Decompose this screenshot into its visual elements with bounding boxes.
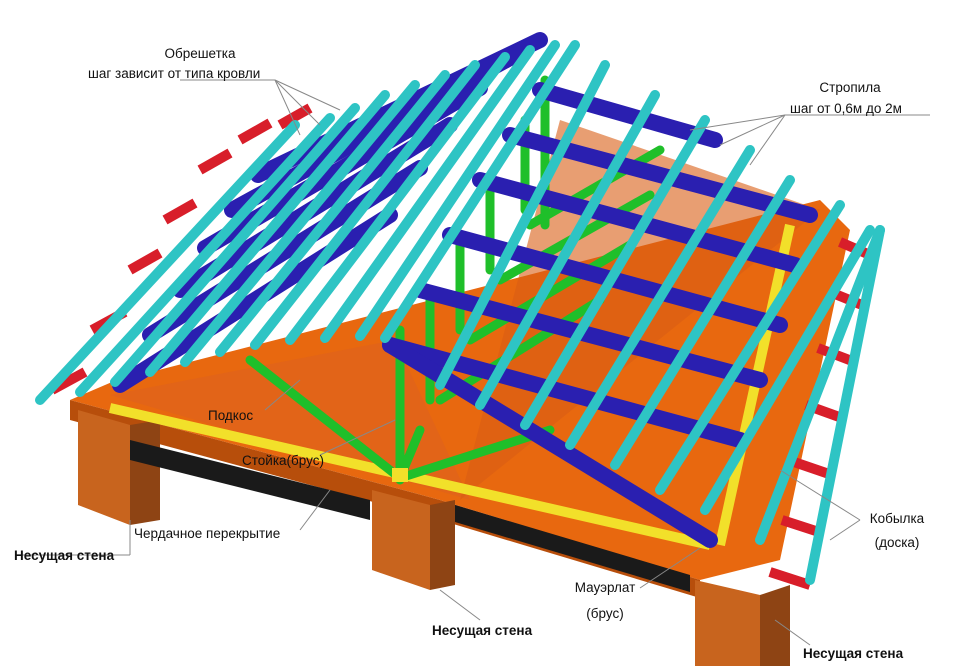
left-battens — [35, 40, 580, 405]
filly-label-title: Кобылка — [869, 511, 925, 526]
batten-label-note: шаг зависит от типа кровли — [88, 66, 261, 81]
right-battens — [435, 60, 885, 585]
wallplate-label-title: Мауэрлат — [574, 580, 636, 595]
bearing-walls — [78, 410, 790, 666]
rafter-label-note: шаг от 0,6м до 2м — [790, 101, 902, 116]
left-bearing-wall — [78, 410, 130, 525]
right-wall-label: Несущая стена — [803, 646, 904, 661]
wallplate-label-note: (брус) — [586, 606, 624, 621]
center-wall-label: Несущая стена — [432, 623, 533, 638]
strut-label: Подкос — [208, 408, 254, 423]
filly-label-note: (доска) — [874, 535, 920, 550]
leader-lines — [20, 79, 930, 646]
left-wall-label: Несущая стена — [14, 548, 115, 563]
back-wall-gap — [130, 440, 370, 520]
attic-floor-label: Чердачное перекрытие — [134, 526, 281, 541]
batten-label-title: Обрешетка — [164, 46, 236, 61]
center-bearing-wall — [372, 490, 430, 590]
right-bearing-wall — [695, 580, 760, 666]
post-label: Стойка(брус) — [242, 453, 324, 468]
rafter-label-title: Стропила — [819, 80, 881, 95]
